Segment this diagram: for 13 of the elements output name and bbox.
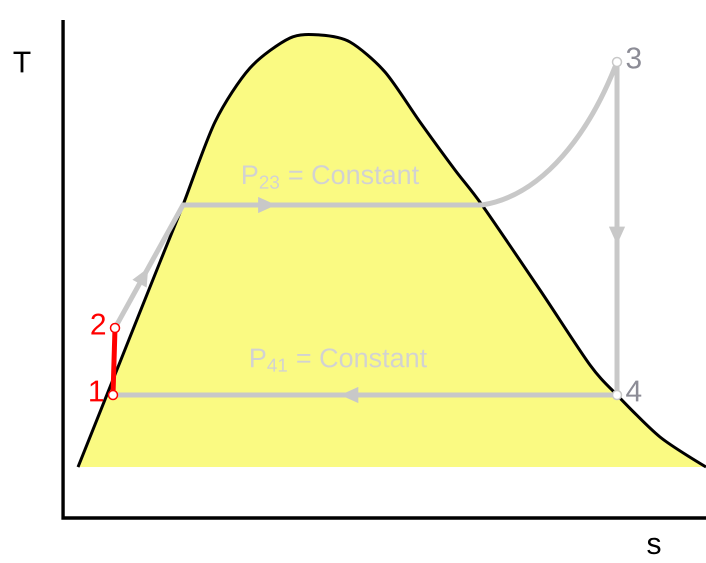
edge-label: P$_{41}$ = Constant [251, 348, 427, 372]
node-label: 2 [91, 314, 106, 334]
axis-label: s [647, 538, 660, 554]
state-point: 2 [91, 314, 120, 334]
state-point: 3 [612, 47, 641, 69]
state-point: 4 [612, 380, 642, 402]
state-point: 1 [90, 380, 118, 402]
process-line [110, 330, 118, 392]
edge-label: P$_{23}$ = Constant [243, 165, 419, 189]
node-label: 3 [626, 47, 641, 69]
axis-label: T [14, 52, 30, 72]
node-label: 1 [90, 380, 104, 402]
node-label: 4 [626, 380, 642, 402]
